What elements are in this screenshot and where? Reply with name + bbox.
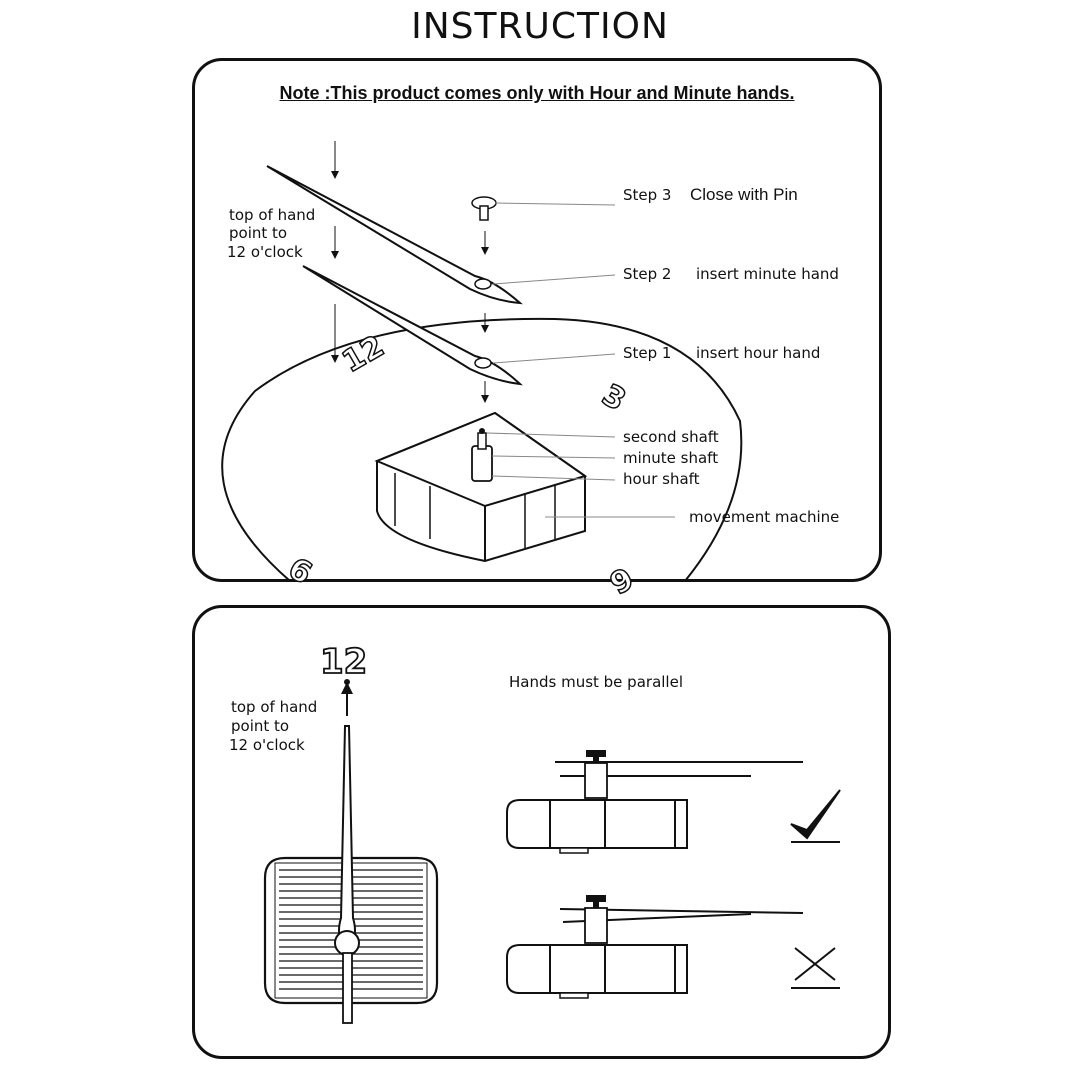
minute-hand-hole <box>474 278 492 290</box>
clock-dial-arc <box>221 317 743 582</box>
leader-lines <box>486 202 675 518</box>
alignment-dial-12: 12 <box>320 642 367 682</box>
movement-machine-label: movement machine <box>689 508 840 526</box>
bottom-hand-note-line1: top of hand <box>231 698 318 716</box>
dial-number-6-text: 6 <box>603 559 639 600</box>
bottom-hand-note-line3: 12 o'clock <box>229 736 305 754</box>
arrow-center-3 <box>481 381 489 403</box>
arrow-left-top <box>331 141 339 179</box>
dial-number-9: 9 <box>283 548 320 590</box>
step2-prefix: Step 2 <box>623 265 672 283</box>
dial-number-3-text: 3 <box>596 378 632 419</box>
alignment-diagram: 12 <box>263 641 841 1024</box>
hour-shaft-label: hour shaft <box>623 470 700 488</box>
step3-prefix: Step 3 <box>623 186 672 204</box>
top-hand-note-line1: top of hand <box>229 206 316 224</box>
pin-part <box>471 196 497 221</box>
parallel-note: Hands must be parallel <box>509 673 683 691</box>
step2-text: insert minute hand <box>696 265 839 283</box>
step1-text: insert hour hand <box>696 344 821 362</box>
hour-hand-hole <box>474 357 492 369</box>
alignment-panel: 12 <box>192 605 891 1059</box>
step1-prefix: Step 1 <box>623 344 672 362</box>
assembly-diagram: 12 3 9 6 <box>221 141 743 601</box>
dial-number-12-text: 12 <box>337 329 391 380</box>
arrow-center-2 <box>481 313 489 333</box>
minute-shaft-label: minute shaft <box>623 449 719 467</box>
page-title: INSTRUCTION <box>411 6 669 47</box>
hand-hub <box>334 930 360 956</box>
arrow-left-bottom <box>331 304 339 363</box>
assembly-steps-panel: Note :This product comes only with Hour … <box>192 58 882 601</box>
wrong-example <box>506 895 804 999</box>
check-icon <box>790 789 841 843</box>
hand-tail <box>342 952 353 1024</box>
second-shaft-label: second shaft <box>623 428 719 446</box>
top-hand-note-line2: point to <box>229 224 288 242</box>
bottom-hand-note-line2: point to <box>231 717 290 735</box>
dial-number-9-text: 9 <box>283 549 319 590</box>
arrow-left-mid <box>331 226 339 259</box>
dial-number-6: 6 <box>602 558 639 600</box>
arrow-up <box>341 682 353 716</box>
top-hand-note-line3: 12 o'clock <box>227 243 303 261</box>
correct-example <box>506 750 803 854</box>
product-note: Note :This product comes only with Hour … <box>279 83 795 103</box>
vertical-hand <box>338 725 356 950</box>
dial-number-12: 12 <box>336 328 391 381</box>
movement-machine <box>374 411 588 563</box>
cross-icon <box>791 947 840 989</box>
step3-text: Close with Pin <box>690 185 798 204</box>
arrow-center-1 <box>481 231 489 255</box>
dial-number-3: 3 <box>595 377 632 419</box>
